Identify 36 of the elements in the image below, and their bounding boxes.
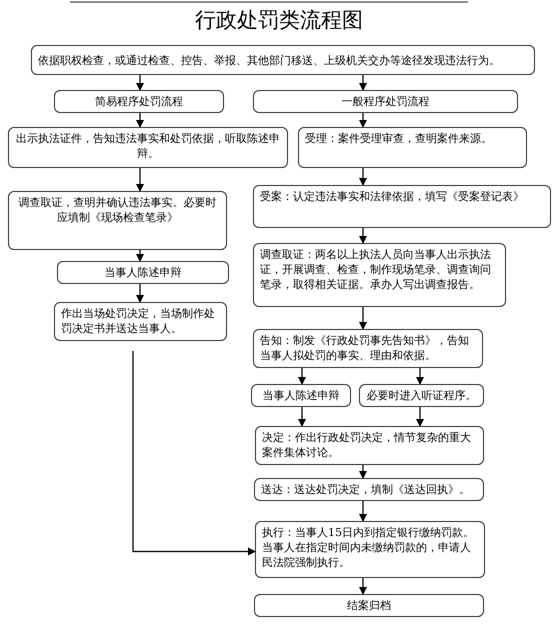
arrow xyxy=(136,75,144,91)
arrow xyxy=(359,75,367,91)
arrow xyxy=(298,368,306,385)
arrow xyxy=(416,407,424,427)
arrow xyxy=(359,500,367,522)
process-box: 作出当场处罚决定，当场制作处罚决定书并送达当事人。 xyxy=(54,302,227,341)
arrow xyxy=(359,578,367,595)
process-box: 告知：制发《行政处罚事先告知书》，告知当事人拟处罚的事实、理由和依据。 xyxy=(253,329,483,368)
process-box: 调查取证，查明并确认违法事实。必要时应填制《现场检查笔录》 xyxy=(8,191,227,250)
process-box: 当事人陈述申辩 xyxy=(57,261,229,284)
arrow xyxy=(132,351,256,556)
process-box: 送达：送达处罚决定，填制《送达回执》。 xyxy=(254,478,484,501)
process-box: 当事人陈述申辩 xyxy=(251,384,351,407)
arrow xyxy=(298,407,306,427)
process-box: 结案归档 xyxy=(254,594,484,617)
process-box: 出示执法证件，告知违法事实和处罚依据，听取陈述申辩。 xyxy=(8,127,288,168)
arrow xyxy=(136,168,144,192)
process-box: 调查取证：两名以上执法人员向当事人出示执法证，开展调查、检查，制作现场笔录、调查询问笔录，取得相关证据。承办人写出调查报告。 xyxy=(253,243,506,307)
process-box: 决定：作出行政处罚决定，情节复杂的重大案件集体讨论。 xyxy=(255,426,484,465)
process-box: 必要时进入听证程序。 xyxy=(359,384,484,407)
arrow xyxy=(359,168,367,186)
arrow xyxy=(359,228,367,244)
heading-box: 一般程序处罚流程 xyxy=(253,90,518,113)
arrow xyxy=(136,283,144,303)
arrow xyxy=(136,250,144,262)
heading-box: 简易程序处罚流程 xyxy=(54,90,224,113)
process-box: 依据职权检查，或通过检查、控告、举报、其他部门移送、上级机关交办等途径发现违法行为。 xyxy=(31,45,535,75)
process-box: 受理：案件受理审查，查明案件来源。 xyxy=(298,127,527,168)
title: 行政处罚类流程图 xyxy=(194,7,364,34)
arrow xyxy=(416,368,424,385)
arrow xyxy=(359,465,367,479)
process-box: 执行：当事人15日内到指定银行缴纳罚款。当事人在指定时间内未缴纳罚款的，申请人民法院强制执行。 xyxy=(255,521,485,578)
process-box: 受案：认定违法事实和法律依据，填写《受案登记表》 xyxy=(253,185,551,228)
arrow xyxy=(359,112,367,128)
arrow xyxy=(136,112,144,128)
arrow xyxy=(359,307,367,330)
